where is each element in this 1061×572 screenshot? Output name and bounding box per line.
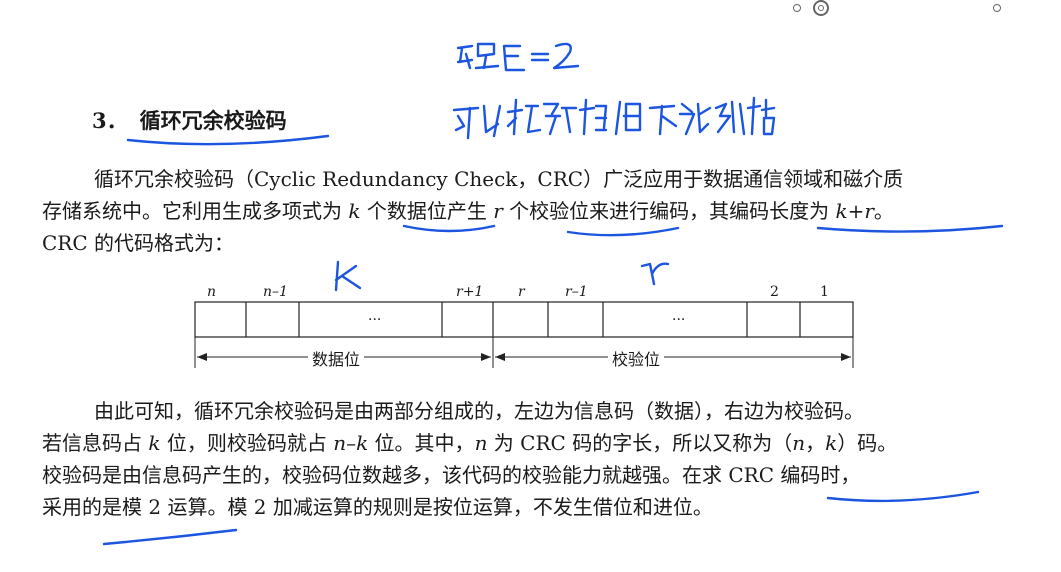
data-bits-label: 数据位 bbox=[308, 346, 365, 370]
para2-line3: 校验码是由信息码产生的，校验码位数越多，该代码的校验能力就越强。在求 CRC 编… bbox=[42, 463, 861, 487]
bit-label: r+1 bbox=[456, 284, 484, 300]
underline-r-check-bits bbox=[566, 226, 680, 237]
text-span: 个校验位来进行编码，其编码长度为 bbox=[502, 199, 836, 223]
para2-line2: 若信息码占 k 位，则校验码就占 n–k 位。其中，n 为 CRC 码的字长，所… bbox=[42, 427, 897, 459]
text-span: 个数据位产生 bbox=[360, 199, 494, 223]
section-heading: 3． 循环冗余校验码 bbox=[92, 105, 287, 135]
bit-label: 1 bbox=[820, 284, 829, 300]
bit-label: n bbox=[207, 284, 217, 300]
var-k: k bbox=[148, 431, 161, 455]
dot-icon[interactable] bbox=[993, 4, 1001, 12]
bit-label: n–1 bbox=[263, 284, 288, 300]
text-span: 位。其中， bbox=[368, 431, 475, 455]
ellipsis: ··· bbox=[368, 312, 382, 328]
bit-label: r bbox=[518, 284, 525, 300]
bit-label: 2 bbox=[770, 284, 779, 300]
text-span: 。 bbox=[873, 199, 894, 223]
target-icon[interactable] bbox=[813, 0, 829, 16]
var-n: n bbox=[474, 431, 488, 455]
underline-k-data-bits bbox=[402, 224, 496, 233]
text-span: ）码。 bbox=[837, 431, 898, 455]
underline-heading bbox=[126, 134, 330, 146]
bit-label: r–1 bbox=[565, 284, 588, 300]
handwritten-k bbox=[334, 260, 362, 292]
handwritten-r bbox=[640, 262, 670, 286]
section-number: 3． bbox=[92, 108, 128, 133]
para1-line1: 循环冗余校验码（Cyclic Redundancy Check，CRC）广泛应用… bbox=[94, 167, 904, 191]
handwritten-note-code-distance bbox=[456, 42, 580, 72]
para2-line1: 由此可知，循环冗余校验码是由两部分组成的，左边为信息码（数据），右边为校验码。 bbox=[94, 399, 864, 423]
var-k-plus-r: k+r bbox=[835, 199, 874, 223]
paragraph-explanation: 由此可知，循环冗余校验码是由两部分组成的，左边为信息码（数据），右边为校验码。 … bbox=[42, 395, 897, 523]
text-span: ， bbox=[805, 431, 826, 455]
text-span: 存储系统中。它利用生成多项式为 bbox=[42, 199, 349, 223]
toolbar bbox=[793, 0, 1001, 16]
var-n: n bbox=[792, 431, 806, 455]
text-span: 若信息码占 bbox=[42, 431, 149, 455]
text-span: 位，则校验码就占 bbox=[160, 431, 334, 455]
paragraph-intro: 循环冗余校验码（Cyclic Redundancy Check，CRC）广泛应用… bbox=[42, 163, 903, 259]
underline-crc-encoding bbox=[826, 490, 980, 503]
text-span: 为 CRC 码的字长，所以又称为（ bbox=[487, 431, 793, 455]
underline-code-length bbox=[816, 224, 1004, 233]
check-bits-label: 校验位 bbox=[608, 346, 665, 370]
underline-mod2 bbox=[102, 528, 238, 546]
handwritten-note-detect-not-correct bbox=[452, 96, 776, 140]
section-title: 循环冗余校验码 bbox=[139, 108, 287, 133]
dot-icon[interactable] bbox=[793, 4, 801, 12]
para1-line2: 存储系统中。它利用生成多项式为 k 个数据位产生 r 个校验位来进行编码，其编码… bbox=[42, 195, 903, 227]
var-r: r bbox=[493, 199, 503, 223]
para1-line3: CRC 的代码格式为： bbox=[42, 231, 235, 255]
var-n-minus-k: n–k bbox=[333, 431, 369, 455]
var-k: k bbox=[348, 199, 361, 223]
ellipsis: ··· bbox=[672, 312, 686, 328]
para2-line4: 采用的是模 2 运算。模 2 加减运算的规则是按位运算，不发生借位和进位。 bbox=[42, 495, 713, 519]
var-k: k bbox=[825, 431, 838, 455]
